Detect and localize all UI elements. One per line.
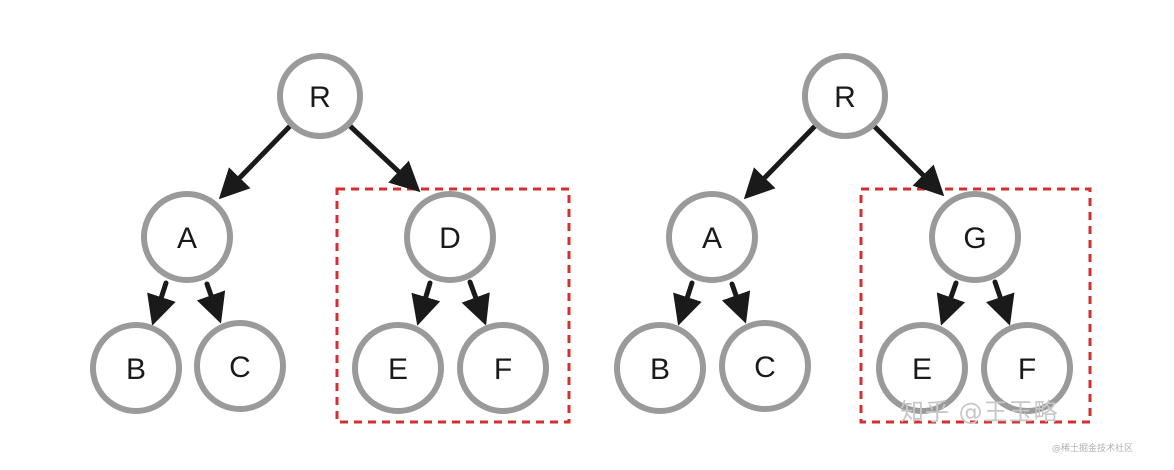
edge-right-g-e (936, 280, 966, 326)
edge-left-a-b (147, 280, 176, 326)
edge-left-d-e (411, 280, 441, 326)
node-label: E (912, 353, 932, 386)
node-label: C (754, 351, 776, 384)
node-label: B (650, 353, 670, 386)
node-right-c: C (719, 320, 811, 412)
right-tree-edges (673, 122, 1015, 326)
watermark-text: 知乎 @王玉略 (900, 398, 1059, 426)
edge-left-d-f (461, 279, 490, 326)
node-left-a: A (141, 191, 233, 283)
edge-left-a-c (196, 281, 226, 324)
node-left-c: C (194, 320, 286, 412)
edge-right-a-c (721, 281, 751, 324)
node-left-d: D (404, 191, 496, 283)
node-left-b: B (90, 322, 182, 414)
left-tree-nodes: R A D B C E F (90, 53, 549, 414)
edge-right-r-g (871, 123, 945, 197)
node-right-f: F (981, 322, 1073, 414)
node-left-root: R (277, 53, 363, 139)
node-label: G (963, 222, 986, 255)
watermark-small-text: @稀土掘金技术社区 (1052, 444, 1134, 454)
node-label: F (1018, 353, 1036, 386)
node-left-f: F (457, 322, 549, 414)
node-right-b: B (614, 322, 706, 414)
node-label: A (177, 222, 197, 255)
right-subtree-highlight-box (859, 187, 1092, 424)
node-right-a: A (666, 191, 758, 283)
edge-right-a-b (673, 280, 702, 326)
right-tree-nodes: R A G B C E F (614, 53, 1073, 414)
node-label: A (702, 222, 722, 255)
node-right-root: R (802, 53, 888, 139)
edge-left-r-a (218, 122, 294, 200)
node-left-e: E (352, 322, 444, 414)
node-label: E (388, 353, 408, 386)
node-label: F (494, 353, 512, 386)
left-subtree-highlight-box (335, 187, 571, 424)
node-label: D (439, 222, 461, 255)
node-right-g: G (929, 191, 1021, 283)
edge-right-g-f (986, 279, 1015, 326)
left-tree-edges (147, 122, 490, 326)
edge-left-r-d (347, 123, 421, 193)
node-right-e: E (876, 322, 968, 414)
edge-right-r-a (743, 122, 819, 200)
node-label: B (126, 353, 146, 386)
node-label: R (834, 81, 856, 114)
node-label: C (229, 351, 251, 384)
node-label: R (309, 81, 331, 114)
